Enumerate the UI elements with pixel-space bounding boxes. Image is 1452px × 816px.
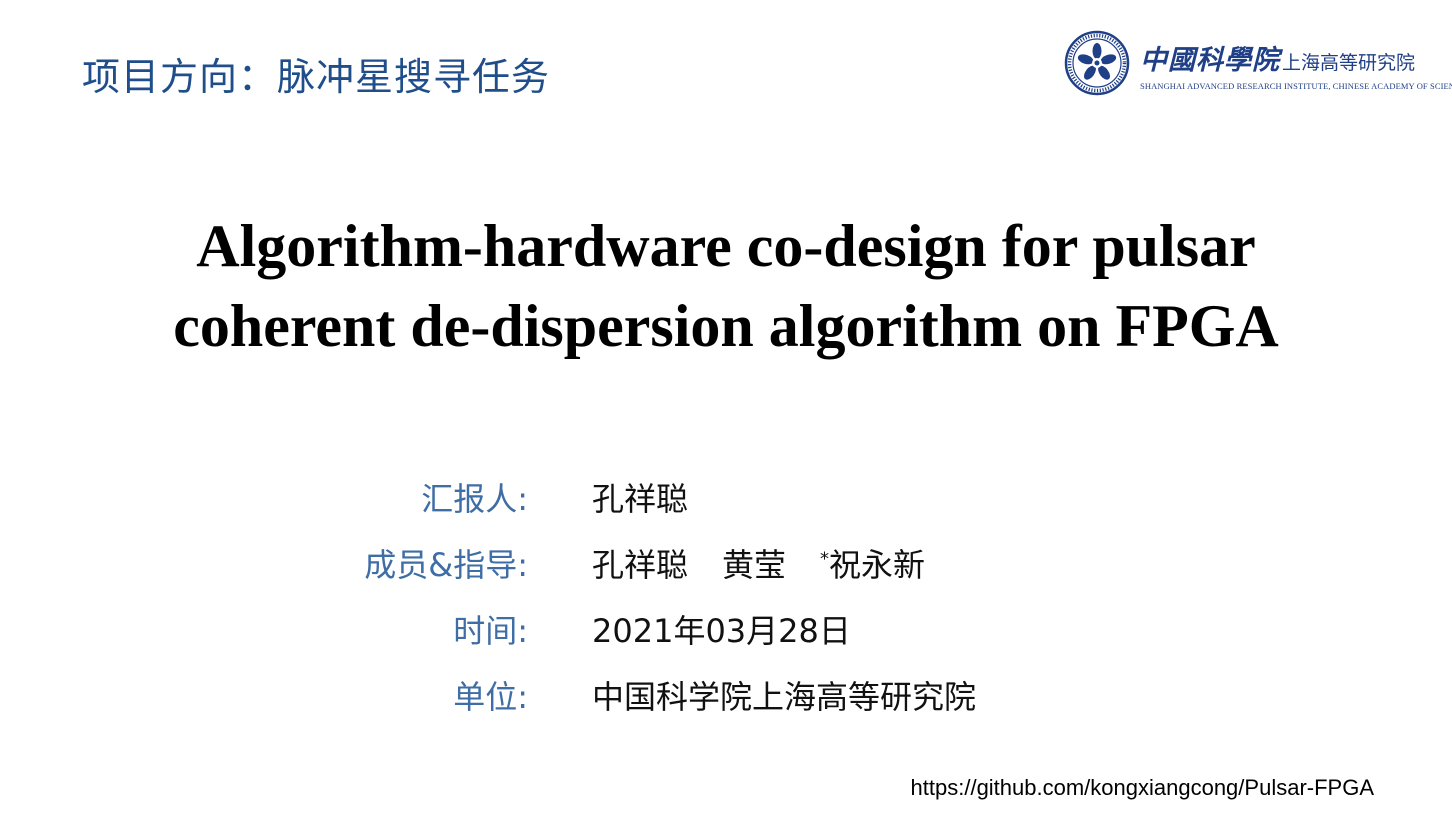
info-row-unit: 单位: 中国科学院上海高等研究院 [0,672,1452,722]
member-3-name: 祝永新 [829,546,926,584]
main-title-line-2: coherent de-dispersion algorithm on FPGA [173,293,1279,359]
institute-seal-icon [1064,30,1130,96]
institute-logo: 中國科學院上海高等研究院 SHANGHAI ADVANCED RESEARCH … [1064,30,1452,98]
members-label: 成员&指导: [364,546,528,584]
info-row-reporter: 汇报人: 孔祥聪 [0,474,1452,524]
header-title: 项目方向：脉冲星搜寻任务 [82,55,551,99]
time-value: 2021年03月28日 [592,612,851,650]
info-row-members: 成员&指导: 孔祥聪黄莹 *祝永新 [0,540,1452,590]
logo-english-name: SHANGHAI ADVANCED RESEARCH INSTITUTE, CH… [1140,81,1452,91]
main-title-line-1: Algorithm-hardware co-design for pulsar [196,213,1256,279]
info-row-time: 时间: 2021年03月28日 [0,606,1452,656]
unit-label: 单位: [453,678,528,716]
corresponding-mark: * [820,548,830,570]
time-label: 时间: [453,612,528,650]
reporter-label: 汇报人: [421,480,528,518]
member-3: *祝永新 [820,546,925,584]
main-title: Algorithm-hardware co-design for pulsar … [0,206,1452,366]
logo-institute-name: 上海高等研究院 [1282,52,1416,74]
reporter-value: 孔祥聪 [592,480,689,518]
logo-chinese-name: 中國科學院上海高等研究院 [1140,38,1415,77]
github-url[interactable]: https://github.com/kongxiangcong/Pulsar-… [910,775,1374,800]
member-1: 孔祥聪 [592,546,689,584]
logo-cas-name: 中國科學院 [1140,45,1280,76]
member-2: 黄莹 [722,546,787,584]
members-value: 孔祥聪黄莹 *祝永新 [592,540,959,586]
unit-value: 中国科学院上海高等研究院 [592,678,977,716]
